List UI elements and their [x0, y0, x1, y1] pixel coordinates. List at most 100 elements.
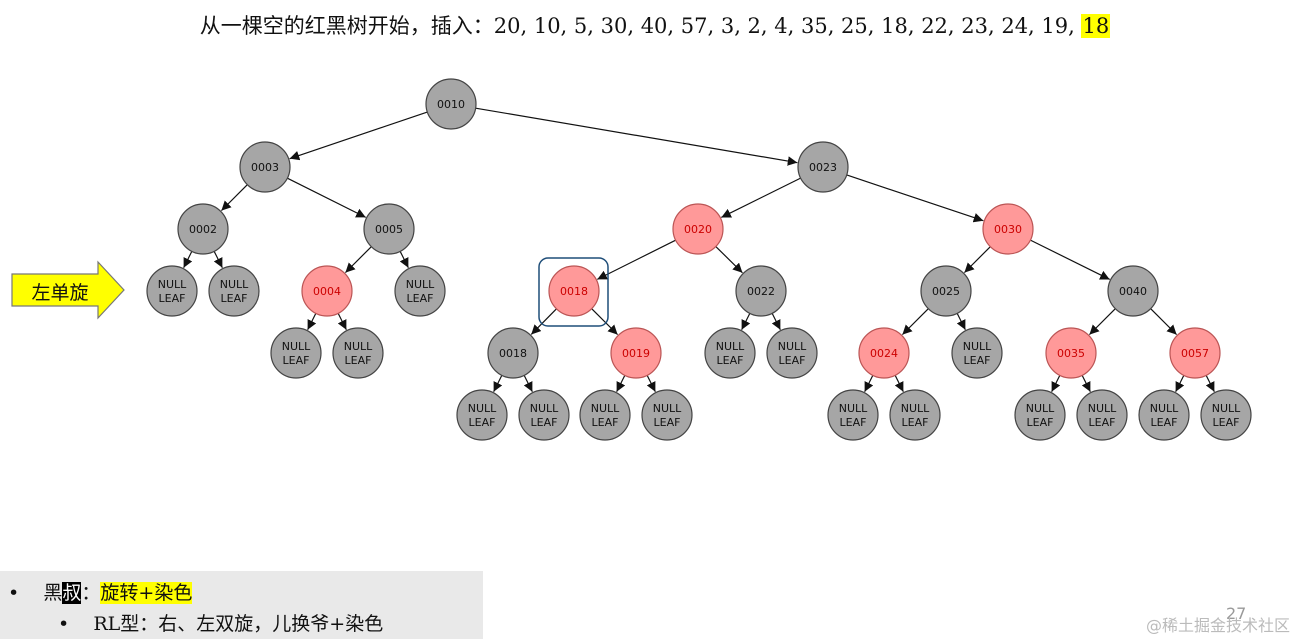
leaf-label-null: NULL [344, 340, 373, 353]
node-label: 0020 [684, 223, 712, 236]
node-circle [1107, 265, 1159, 317]
edge-n23-n20 [721, 177, 801, 218]
leaf-circle [332, 327, 384, 379]
rotation-label: 左单旋 [31, 282, 89, 304]
leaf-circle [579, 389, 631, 441]
leaf-circle [951, 327, 1003, 379]
note2-text: RL型：右、左双旋，儿换爷+染色 [93, 613, 384, 635]
leaf-label-leaf: LEAF [159, 292, 186, 305]
leaf-circle [1076, 389, 1128, 441]
leaf-label-leaf: LEAF [407, 292, 434, 305]
edge-n4-leaf-4 [337, 313, 347, 331]
page-number: 27 [1226, 604, 1247, 623]
note-line-1: • 黑叔：旋转+染色 [8, 582, 193, 604]
edge-n35-leaf-15 [1081, 375, 1091, 393]
tree-node-0023: 0023 [797, 141, 849, 193]
leaf-label-null: NULL [1026, 402, 1055, 415]
node-circle [920, 265, 972, 317]
leaf-label-null: NULL [839, 402, 868, 415]
node-label: 0018 [560, 285, 588, 298]
leaf-label-leaf: LEAF [283, 354, 310, 367]
tree-node-0020: 0020 [672, 203, 724, 255]
credit-text: @稀土掘金技术社区 [1146, 616, 1291, 635]
tree-node-0022: 0022 [735, 265, 787, 317]
edge-n22-leaf-5 [741, 313, 751, 331]
title-prefix: 从一棵空的红黑树开始，插入：20, 10, 5, 30, 40, 57, 3, … [199, 14, 1082, 38]
edge-n57-leaf-16 [1175, 375, 1185, 393]
page-title: 从一棵空的红黑树开始，插入：20, 10, 5, 30, 40, 57, 3, … [0, 10, 1310, 40]
tree-node-0030: 0030 [982, 203, 1034, 255]
node-label: 0018 [499, 347, 527, 360]
leaf-label-null: NULL [963, 340, 992, 353]
tree-node-0005: 0005 [363, 203, 415, 255]
leaf-circle [518, 389, 570, 441]
selection-box [538, 257, 609, 327]
edge-n18a-n19 [591, 308, 619, 336]
node-circle [610, 327, 662, 379]
edge-n5-n4 [344, 246, 372, 274]
node-circle [735, 265, 787, 317]
edge-n25-leaf-7 [956, 313, 966, 331]
arrow-shape [11, 260, 125, 320]
note1-d: 旋转+染色 [100, 582, 193, 604]
node-circle [672, 203, 724, 255]
leaf-label-leaf: LEAF [840, 416, 867, 429]
leaf-circle [889, 389, 941, 441]
edge-n18b-leaf-9 [523, 375, 533, 393]
leaf-label-leaf: LEAF [345, 354, 372, 367]
edge-n35-leaf-14 [1051, 375, 1061, 393]
edge-n25-n24 [901, 308, 929, 336]
edge-n20-n18a [596, 239, 676, 280]
node-circle [487, 327, 539, 379]
tree-node-0025: 0025 [920, 265, 972, 317]
tree-node-0004: 0004 [301, 265, 353, 317]
leaf-circle [270, 327, 322, 379]
tree-node-0010: 0010 [425, 78, 477, 130]
leaf-circle [641, 389, 693, 441]
node-label: 0019 [622, 347, 650, 360]
leaf-label-leaf: LEAF [1089, 416, 1116, 429]
leaf-label-leaf: LEAF [221, 292, 248, 305]
leaf-circle [827, 389, 879, 441]
leaf-circle [1200, 389, 1252, 441]
leaf-label-null: NULL [530, 402, 559, 415]
edge-n2-leaf-1 [213, 251, 223, 269]
edge-n30-n25 [963, 246, 991, 274]
tree-node-0035: 0035 [1045, 327, 1097, 379]
edge-n18b-leaf-8 [493, 375, 503, 393]
leaf-label-leaf: LEAF [964, 354, 991, 367]
leaf-label-null: NULL [653, 402, 682, 415]
leaf-circle [456, 389, 508, 441]
node-label: 0024 [870, 347, 898, 360]
leaf-circle [394, 265, 446, 317]
node-circle [548, 265, 600, 317]
note1-b: 叔 [62, 582, 82, 604]
node-circle [425, 78, 477, 130]
edge-n19-leaf-11 [646, 375, 656, 393]
node-label: 0025 [932, 285, 960, 298]
node-circle [301, 265, 353, 317]
leaf-label-null: NULL [901, 402, 930, 415]
edge-n30-n40 [1030, 239, 1110, 280]
leaf-label-null: NULL [282, 340, 311, 353]
leaf-label-leaf: LEAF [1027, 416, 1054, 429]
node-circle [858, 327, 910, 379]
leaf-label-leaf: LEAF [654, 416, 681, 429]
leaf-circle [1138, 389, 1190, 441]
node-circle [797, 141, 849, 193]
edge-n10-n23 [475, 107, 798, 166]
tree-node-0057: 0057 [1169, 327, 1221, 379]
node-circle [982, 203, 1034, 255]
edge-n3-n2 [220, 184, 248, 212]
